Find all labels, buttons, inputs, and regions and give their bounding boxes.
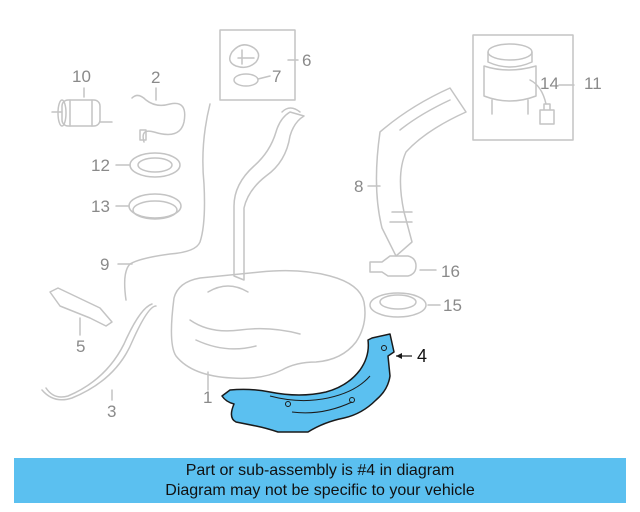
- callout-12: 12: [91, 156, 110, 175]
- callout-1: 1: [203, 388, 213, 407]
- callout-4[interactable]: 4: [417, 346, 428, 366]
- part-16-sensor: [369, 255, 437, 277]
- part-3-strap: [41, 303, 157, 401]
- part-7-oring: [233, 73, 259, 87]
- part-1-tank: [170, 107, 366, 391]
- callout-13: 13: [91, 197, 110, 216]
- callout-6: 6: [302, 51, 312, 70]
- banner-line-2: Diagram may not be specific to your vehi…: [165, 481, 475, 499]
- part-11-box: [472, 34, 574, 141]
- callout-11: 11: [584, 74, 602, 93]
- part-6-box: [219, 29, 296, 101]
- callout-9: 9: [100, 255, 110, 274]
- part-6-7-group: [219, 29, 299, 101]
- callout-3: 3: [107, 402, 117, 421]
- info-banner: Part or sub-assembly is #4 in diagram Di…: [14, 458, 626, 503]
- part-11-14-group: [472, 34, 575, 141]
- part-15-cover: [369, 292, 441, 318]
- part-5-bracket: [49, 287, 113, 336]
- callout-7: 7: [272, 67, 282, 86]
- part-2-wire: [131, 87, 186, 143]
- part-10-filter: [51, 87, 113, 127]
- callout-16: 16: [441, 262, 460, 281]
- part-8-filler: [367, 87, 467, 257]
- part-6-cap: [229, 44, 260, 69]
- callout-15: 15: [443, 296, 462, 315]
- part-12-ring: [115, 152, 181, 178]
- callout-10: 10: [72, 67, 91, 86]
- callout-14: 14: [540, 74, 559, 93]
- callout-5: 5: [76, 337, 86, 356]
- callout-2: 2: [151, 68, 161, 87]
- part-14-sensor: [539, 103, 555, 125]
- banner-line-1: Part or sub-assembly is #4 in diagram: [185, 461, 455, 479]
- part-9-hose: [117, 103, 211, 301]
- part-4-heat-shield[interactable]: [221, 333, 412, 433]
- callout-8: 8: [354, 177, 364, 196]
- part-13-gasket: [115, 193, 182, 220]
